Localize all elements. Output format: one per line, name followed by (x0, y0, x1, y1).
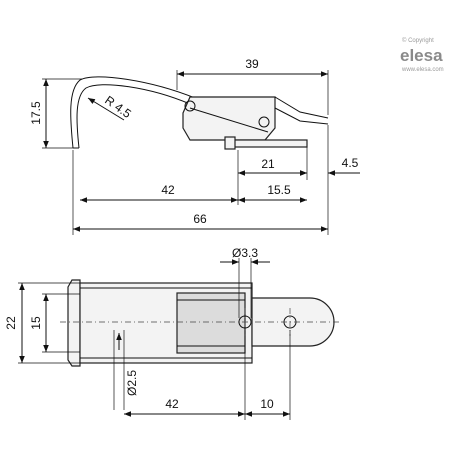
hook-end (67, 279, 81, 367)
dim-22: 22 (4, 316, 18, 330)
base-plate (226, 139, 308, 148)
lever-tail-bottom (274, 107, 329, 125)
lever-plate (176, 292, 246, 354)
dim-15-5: 15.5 (267, 183, 291, 197)
dim-15: 15 (29, 316, 43, 330)
dim-21: 21 (261, 157, 275, 171)
copyright-text: © Copyright (402, 37, 434, 44)
dim-66: 66 (193, 212, 207, 226)
dim-42-side: 42 (161, 183, 175, 197)
hook-wire-inner (76, 84, 191, 149)
side-view: 39 17.5 R 4.5 21 4.5 42 15.5 66 (29, 57, 360, 235)
dim-42-top: 42 (165, 397, 179, 411)
dim-39: 39 (245, 57, 259, 71)
dim-d2-5: Ø2.5 (125, 370, 139, 396)
lever-edge (189, 107, 269, 133)
brand-logo: © Copyright elesa www.elesa.com (400, 37, 444, 73)
dim-4-5: 4.5 (342, 156, 359, 170)
lever-body (182, 96, 276, 141)
brand-url: www.elesa.com (401, 67, 444, 73)
dim-17-5: 17.5 (29, 101, 43, 125)
top-view: Ø3.3 22 15 Ø2.5 42 10 (4, 246, 340, 420)
lever-tail-top (274, 96, 329, 119)
base-tongue (251, 297, 335, 347)
pivot-upper (184, 100, 196, 112)
leader-r45 (87, 97, 125, 121)
pivot-lower (258, 116, 270, 128)
dim-d3-3: Ø3.3 (232, 246, 258, 260)
hook-wire-outer (70, 76, 196, 149)
base-plate-lug (224, 136, 236, 150)
brand-name: elesa (400, 46, 443, 65)
dim-10: 10 (260, 397, 274, 411)
